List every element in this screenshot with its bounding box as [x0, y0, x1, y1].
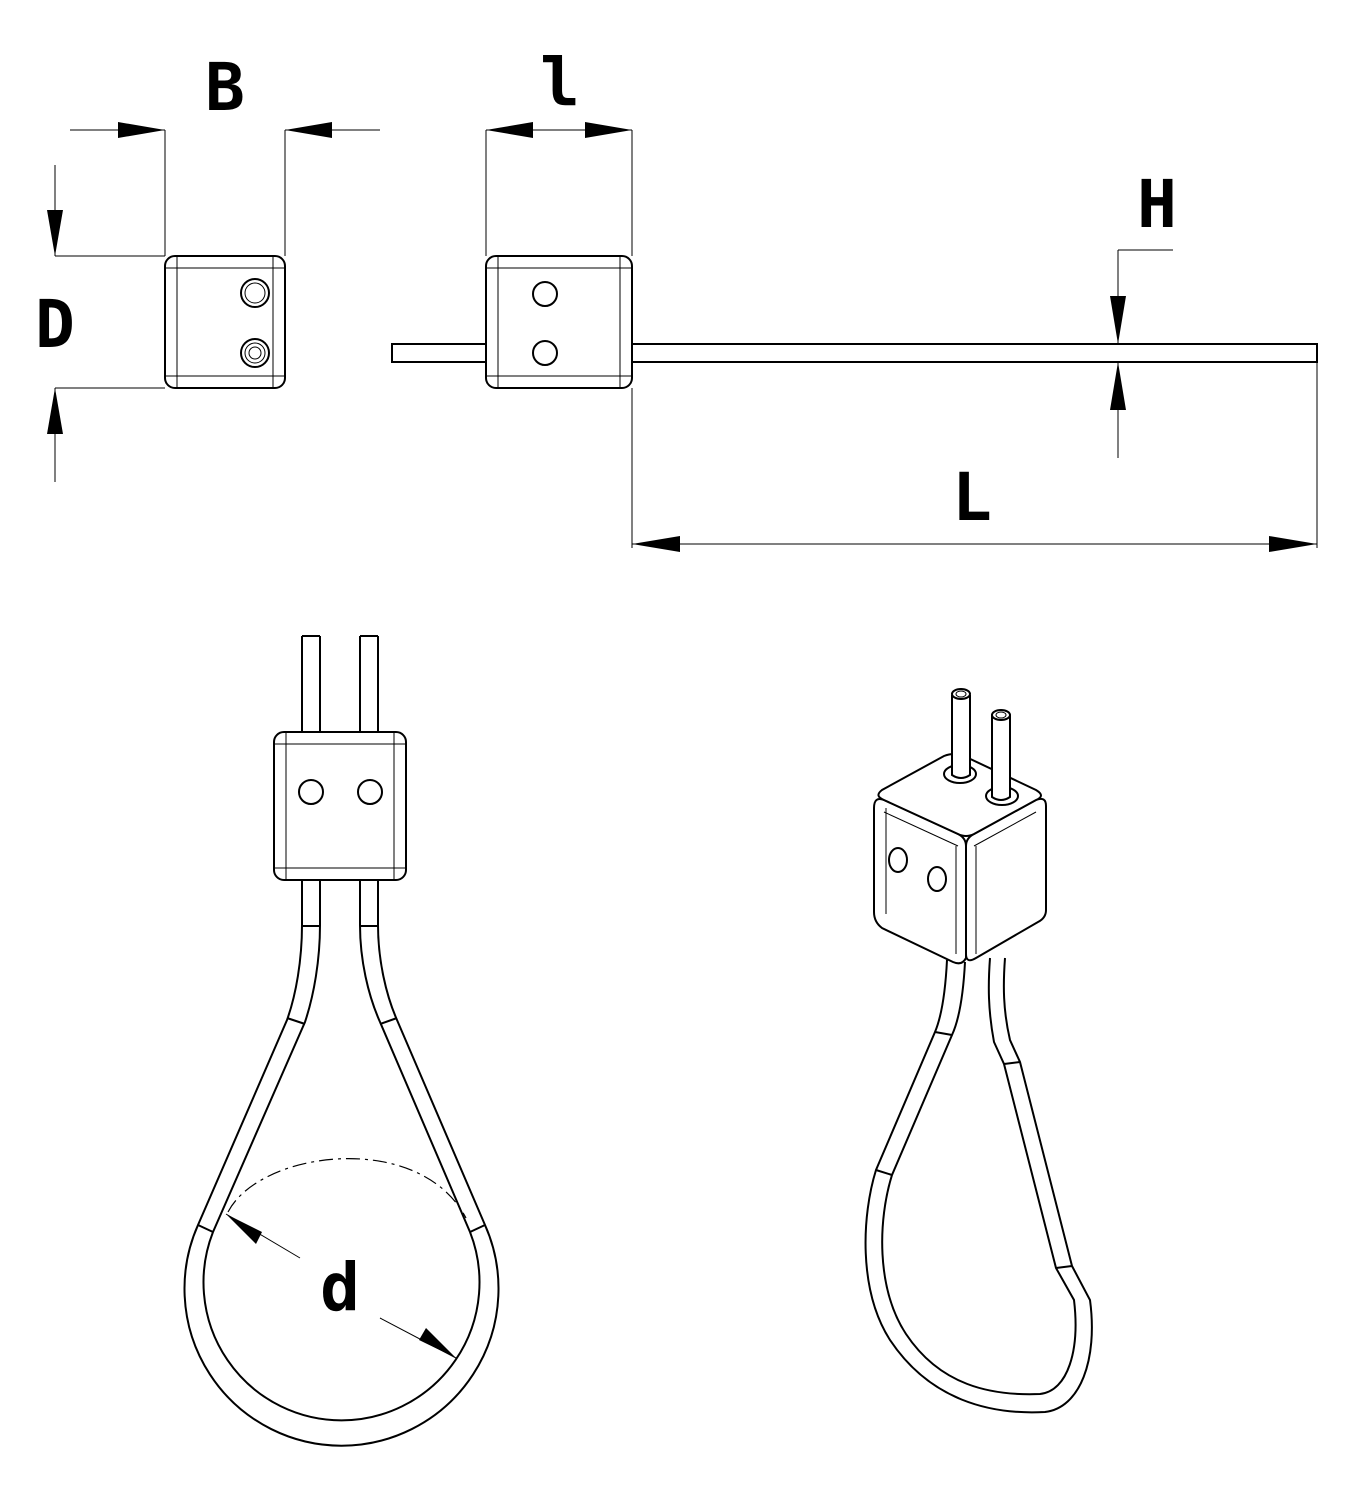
dimension-l-large-arrow-right	[1269, 536, 1317, 552]
iso-lead-left	[951, 695, 971, 779]
dimension-l-arrow-right	[585, 122, 632, 138]
dimension-label-d: D	[35, 286, 75, 363]
side-view-tube-left	[391, 343, 487, 363]
isometric-view	[864, 688, 1093, 1414]
front-view	[164, 255, 286, 389]
dimension-d-loop: d	[225, 1213, 457, 1359]
iso-loop-inner	[881, 957, 1077, 1396]
dimension-b-arrow-left	[118, 122, 165, 138]
dimension-label-b: B	[205, 49, 245, 126]
dimension-h-arrow-top	[1110, 296, 1126, 344]
dimension-label-l: l	[540, 44, 580, 121]
side-view	[391, 255, 1318, 389]
side-view-hole-bottom	[532, 340, 558, 366]
dimension-d-arrow-bottom	[47, 388, 63, 434]
dimension-label-l-large: L	[952, 459, 992, 536]
dimension-l-small: l	[485, 44, 633, 256]
front-view-hole-bottom	[240, 338, 270, 368]
dimension-h-arrow-bottom	[1110, 362, 1126, 410]
dimension-h: H	[1110, 166, 1177, 458]
iso-loop-outer	[864, 957, 1093, 1414]
loop-view	[183, 635, 500, 1447]
dimension-d-loop-arrow-bottom	[419, 1328, 456, 1358]
loop-tube-outer	[183, 880, 500, 1447]
dimension-l-arrow-left	[486, 122, 533, 138]
dimension-label-d-loop: d	[320, 1249, 360, 1326]
side-view-hole-top	[532, 281, 558, 307]
front-view-hole-top	[240, 278, 270, 308]
dimension-b: B	[70, 49, 380, 256]
loop-view-block	[273, 731, 407, 881]
front-view-block	[164, 255, 286, 389]
dimension-d-loop-arrow-top	[226, 1214, 262, 1244]
dimension-d: D	[35, 165, 165, 482]
iso-lead-right	[991, 715, 1011, 801]
loop-view-hole-left	[298, 779, 324, 805]
loop-center-line	[227, 1158, 467, 1219]
dimension-b-arrow-right	[285, 122, 332, 138]
dimension-l-large: L	[631, 362, 1318, 552]
dimension-label-h: H	[1137, 166, 1177, 243]
side-view-block	[485, 255, 633, 389]
dimension-l-large-arrow-left	[632, 536, 680, 552]
iso-hole-right	[927, 866, 947, 892]
iso-hole-left	[888, 847, 908, 873]
loop-tube-inner	[202, 880, 481, 1422]
side-view-tube-right	[631, 343, 1318, 363]
dimension-d-arrow-top	[47, 210, 63, 256]
loop-view-hole-right	[357, 779, 383, 805]
